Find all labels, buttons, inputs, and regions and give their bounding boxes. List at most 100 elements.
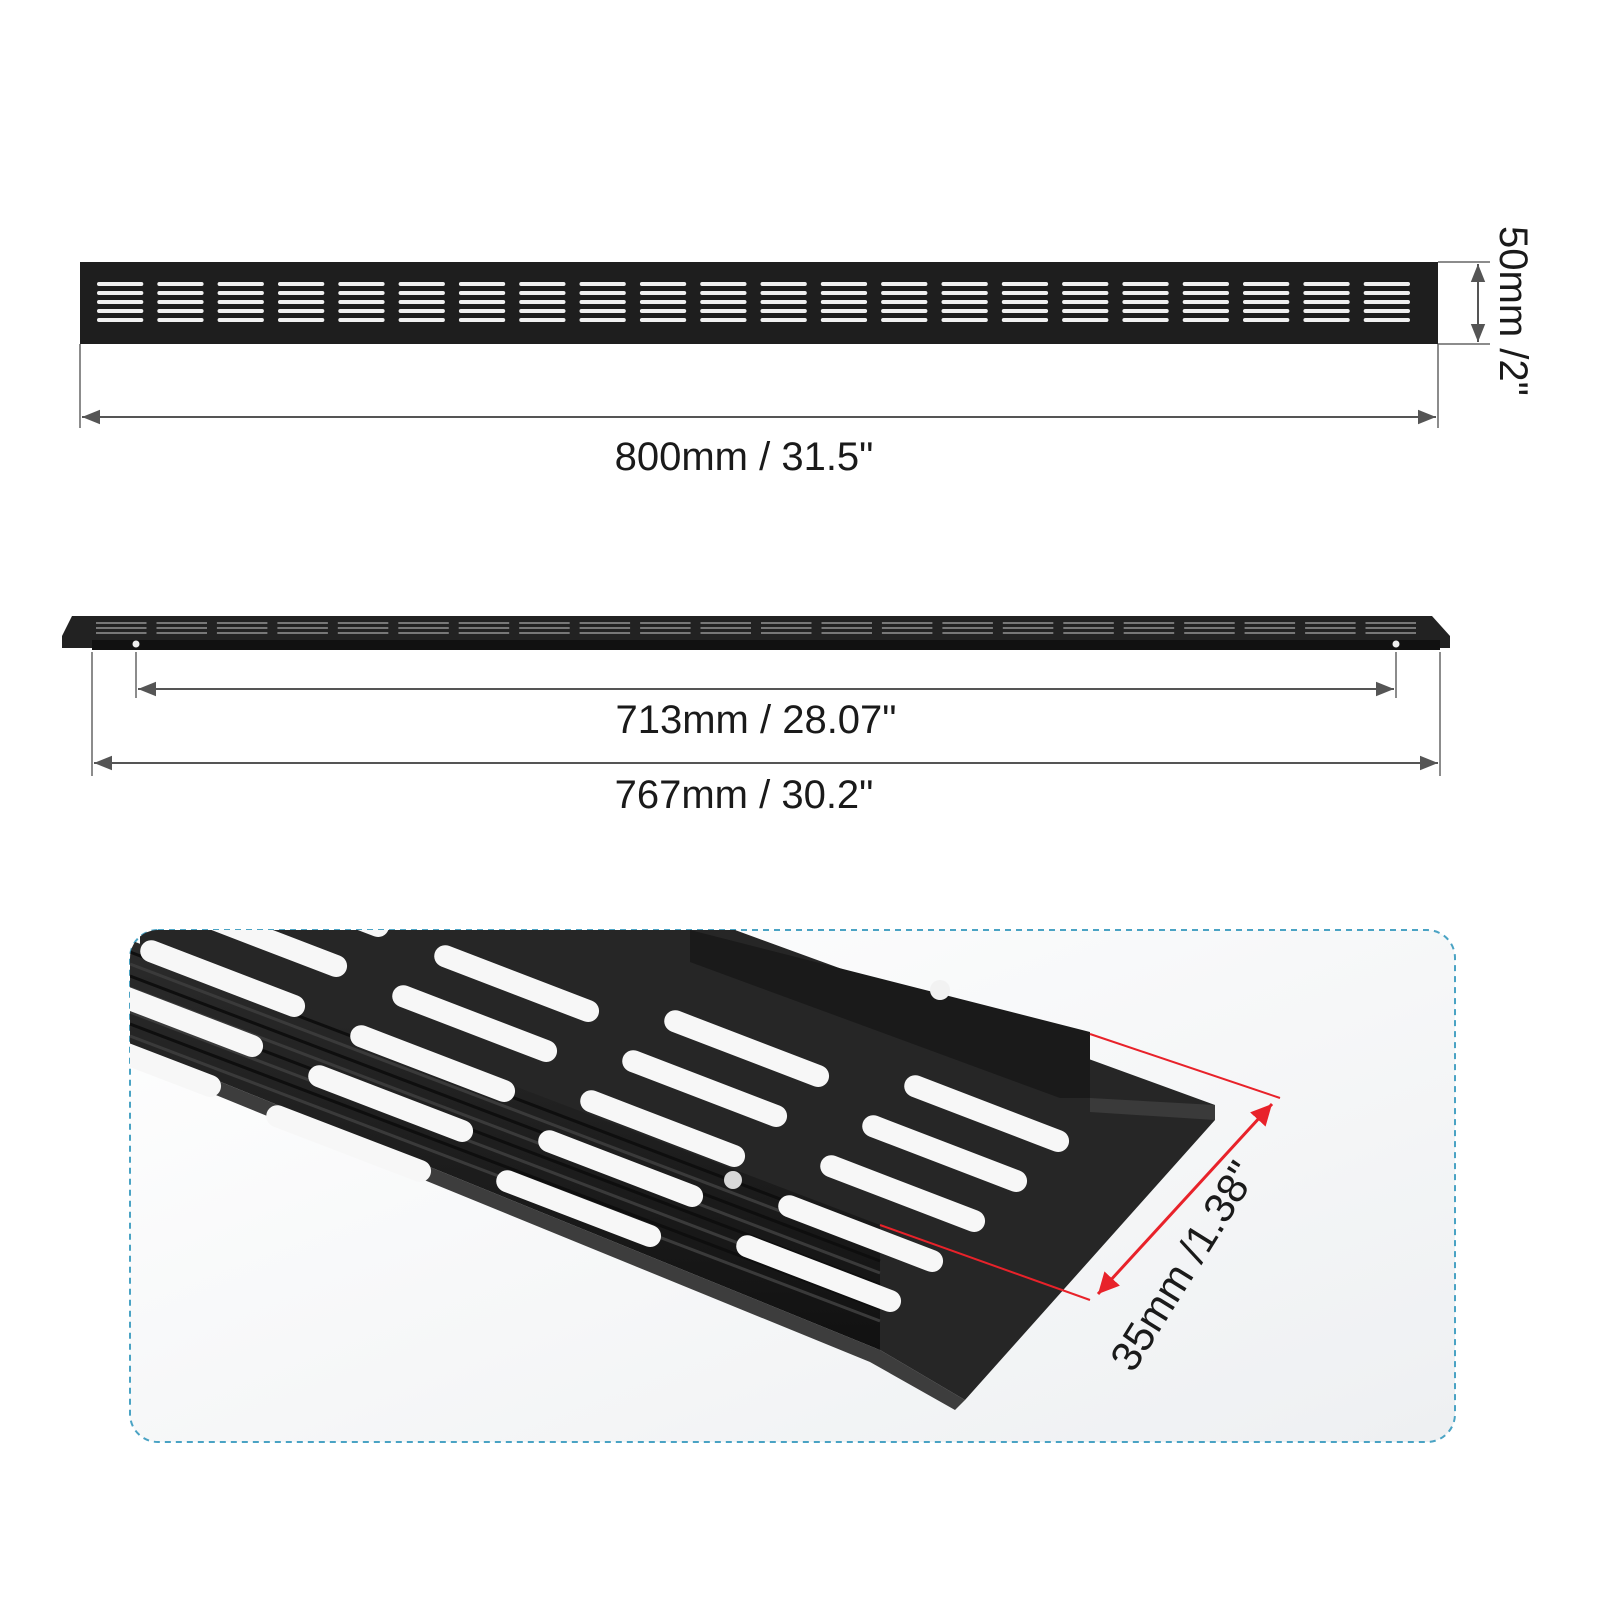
side-hole-spacing-label: 713mm / 28.07" <box>615 698 896 742</box>
side-slot <box>216 627 268 629</box>
top-slot <box>1363 300 1410 304</box>
top-slot <box>97 318 144 322</box>
detail-slots <box>130 930 1070 1313</box>
top-slot <box>579 318 626 322</box>
top-slot <box>1001 291 1049 295</box>
side-view-slots <box>96 622 1416 634</box>
top-slot <box>1001 309 1049 313</box>
top-slot <box>760 300 807 304</box>
side-slot <box>942 632 993 634</box>
side-slot <box>156 622 207 624</box>
side-slot <box>1305 622 1356 624</box>
side-slot <box>458 627 510 629</box>
top-slot <box>1243 318 1290 322</box>
side-slot <box>96 632 147 634</box>
top-slot <box>1062 309 1109 313</box>
top-slot <box>881 300 928 304</box>
top-slot <box>1001 318 1049 322</box>
top-slot <box>1062 291 1109 295</box>
top-height-label: 50mm /2" <box>1491 226 1535 396</box>
side-length-label: 767mm / 30.2" <box>615 773 874 817</box>
side-slot <box>519 632 570 634</box>
top-slot <box>760 291 807 295</box>
detail-slot <box>664 1010 830 1088</box>
detail-slot <box>182 930 348 978</box>
side-slot <box>1002 627 1054 629</box>
top-view-grille <box>80 262 1438 344</box>
top-slot <box>1122 318 1169 322</box>
depth-dimension-line <box>1096 1102 1274 1296</box>
top-slot <box>941 309 988 313</box>
detail-slot <box>392 985 558 1063</box>
top-slot <box>1243 282 1290 286</box>
side-slot <box>519 622 570 624</box>
side-slot <box>942 627 993 629</box>
top-slot <box>519 318 566 322</box>
top-slot <box>1122 300 1169 304</box>
top-slot <box>157 309 204 313</box>
top-slot <box>820 318 868 322</box>
top-slot <box>1303 300 1350 304</box>
side-slot <box>337 622 389 624</box>
side-slot <box>1123 627 1175 629</box>
top-slot <box>1303 318 1350 322</box>
detail-slot <box>904 1075 1070 1153</box>
detail-slot <box>778 1195 944 1273</box>
top-slot <box>579 309 626 313</box>
side-slot <box>700 627 751 629</box>
side-slot <box>277 632 328 634</box>
side-slot <box>1365 622 1416 624</box>
top-slot <box>639 291 687 295</box>
side-slot <box>1123 632 1175 634</box>
side-slot <box>1002 622 1054 624</box>
side-slot <box>942 622 993 624</box>
side-slot <box>1184 622 1235 624</box>
detail-grille-photo <box>130 930 1215 1410</box>
top-slot <box>1363 291 1410 295</box>
side-slot <box>156 627 207 629</box>
top-slot <box>398 282 445 286</box>
top-slot <box>217 291 264 295</box>
top-slot <box>1363 282 1410 286</box>
top-slot <box>1062 318 1109 322</box>
top-slot <box>760 318 807 322</box>
side-slot <box>700 622 751 624</box>
top-slot <box>639 318 687 322</box>
top-view-slots <box>97 282 1410 322</box>
top-slot <box>700 300 747 304</box>
top-slot <box>217 309 264 313</box>
side-slot <box>1305 627 1356 629</box>
side-slot <box>1123 622 1175 624</box>
mounting-hole <box>1392 640 1400 648</box>
top-slot <box>157 300 204 304</box>
top-slot <box>700 318 747 322</box>
side-slot <box>156 632 207 634</box>
top-slot <box>97 300 144 304</box>
top-slot <box>398 300 445 304</box>
side-slot <box>1244 632 1296 634</box>
detail-slot <box>224 930 390 938</box>
top-slot <box>820 309 868 313</box>
side-slot <box>398 627 449 629</box>
side-slot <box>821 627 872 629</box>
side-slot <box>96 627 147 629</box>
side-slot <box>1063 632 1114 634</box>
top-slot <box>1122 309 1169 313</box>
top-slot <box>157 291 204 295</box>
side-slot <box>821 632 872 634</box>
top-slot <box>519 309 566 313</box>
top-slot <box>1182 309 1229 313</box>
top-slot <box>941 291 988 295</box>
top-slot <box>1243 291 1290 295</box>
top-slot <box>760 309 807 313</box>
top-slot <box>1182 300 1229 304</box>
top-slot <box>1243 300 1290 304</box>
top-slot <box>217 318 264 322</box>
top-slot <box>97 309 144 313</box>
top-slot <box>1363 309 1410 313</box>
side-slot <box>579 627 631 629</box>
top-slot <box>338 300 385 304</box>
side-slot <box>881 622 933 624</box>
detail-slot <box>350 1025 516 1103</box>
top-slot <box>278 291 325 295</box>
